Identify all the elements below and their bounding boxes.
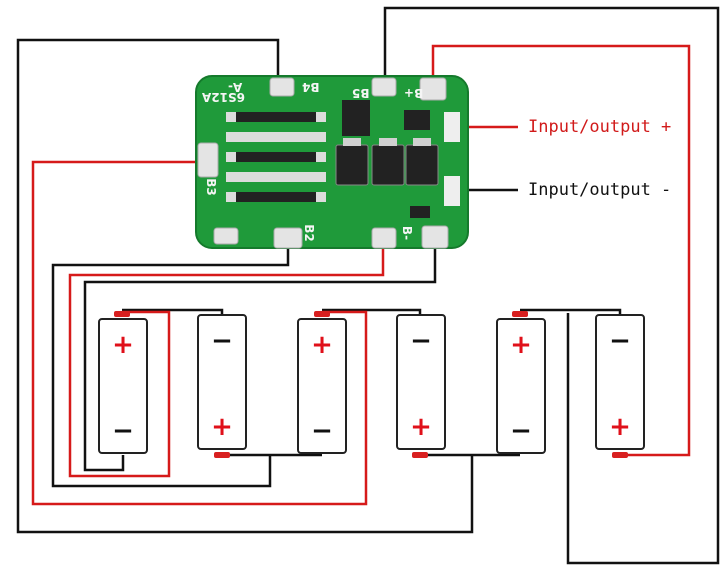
terminal-6 bbox=[612, 452, 628, 458]
mosfet-2 bbox=[371, 144, 405, 186]
wire-b5 bbox=[383, 6, 720, 565]
cell-terminals bbox=[114, 311, 628, 458]
pad-bot-4 bbox=[213, 227, 239, 245]
terminal-5 bbox=[512, 311, 528, 317]
cell-3-top-symbol: + bbox=[311, 330, 333, 360]
mosfet-tab-1 bbox=[343, 138, 361, 146]
cell-3-bottom-symbol: − bbox=[311, 416, 333, 446]
silk-a: A- bbox=[228, 80, 243, 94]
cell-6-bottom-symbol: + bbox=[609, 412, 631, 442]
resistor-row-4 bbox=[226, 172, 326, 182]
resistor-row-2 bbox=[226, 132, 326, 142]
wire-b2 bbox=[51, 232, 290, 488]
battery-cell-1: + − bbox=[98, 318, 148, 454]
silk-bplus: B+ bbox=[404, 86, 424, 100]
cell-5-bottom-symbol: − bbox=[510, 416, 532, 446]
battery-cell-2: − + bbox=[197, 314, 247, 450]
mosfet-tab-2 bbox=[379, 138, 397, 146]
silk-b2: B2 bbox=[301, 224, 316, 242]
resistor-body-3 bbox=[236, 192, 316, 202]
silk-b4: B4 bbox=[302, 80, 320, 94]
pad-top-3 bbox=[419, 77, 447, 101]
resistor-body-1 bbox=[236, 112, 316, 122]
pad-bot-2 bbox=[371, 227, 397, 249]
battery-cell-4: − + bbox=[396, 314, 446, 450]
pad-bot-3 bbox=[421, 225, 449, 249]
io-plus-label: Input/output + bbox=[528, 117, 672, 137]
ic-top bbox=[342, 100, 370, 136]
wire-b3 bbox=[31, 160, 368, 506]
battery-cell-6: − + bbox=[595, 314, 645, 450]
io-minus-label: Input/output - bbox=[528, 180, 672, 200]
ic-bottom bbox=[410, 206, 430, 218]
cell-4-bottom-symbol: + bbox=[410, 412, 432, 442]
pad-bot-1 bbox=[273, 227, 303, 249]
wire-bplus bbox=[431, 44, 691, 457]
resistor-body-2 bbox=[236, 152, 316, 162]
terminal-3 bbox=[314, 311, 330, 317]
header-pins-top bbox=[444, 112, 460, 142]
cell-5-top-symbol: + bbox=[510, 330, 532, 360]
cell-2-top-symbol: − bbox=[211, 326, 233, 356]
silk-bminus: B- bbox=[400, 225, 415, 241]
pad-top-2 bbox=[371, 77, 397, 97]
wire-bminus bbox=[83, 240, 437, 472]
ic-small bbox=[404, 110, 430, 130]
mosfet-3 bbox=[405, 144, 439, 186]
cell-1-top-symbol: + bbox=[112, 330, 134, 360]
cell-1-bottom-symbol: − bbox=[112, 416, 134, 446]
battery-cell-5: + − bbox=[496, 318, 546, 454]
terminal-2 bbox=[214, 452, 230, 458]
mosfet-tab-3 bbox=[413, 138, 431, 146]
mosfet-1 bbox=[335, 144, 369, 186]
cell-4-top-symbol: − bbox=[410, 326, 432, 356]
battery-cell-3: + − bbox=[297, 318, 347, 454]
red-wires bbox=[31, 44, 691, 506]
wire-b1 bbox=[68, 240, 385, 478]
cell-6-top-symbol: − bbox=[609, 326, 631, 356]
pad-top-1 bbox=[269, 77, 295, 97]
pad-left bbox=[197, 142, 219, 178]
wire-b4 bbox=[16, 38, 474, 534]
silk-b5: B5 bbox=[352, 86, 370, 100]
terminal-1 bbox=[114, 311, 130, 317]
cell-2-bottom-symbol: + bbox=[211, 412, 233, 442]
header-pins-bot bbox=[444, 176, 460, 206]
black-wires bbox=[16, 6, 720, 565]
silk-b3: B3 bbox=[203, 178, 218, 196]
bms-board bbox=[195, 75, 469, 249]
terminal-4 bbox=[412, 452, 428, 458]
